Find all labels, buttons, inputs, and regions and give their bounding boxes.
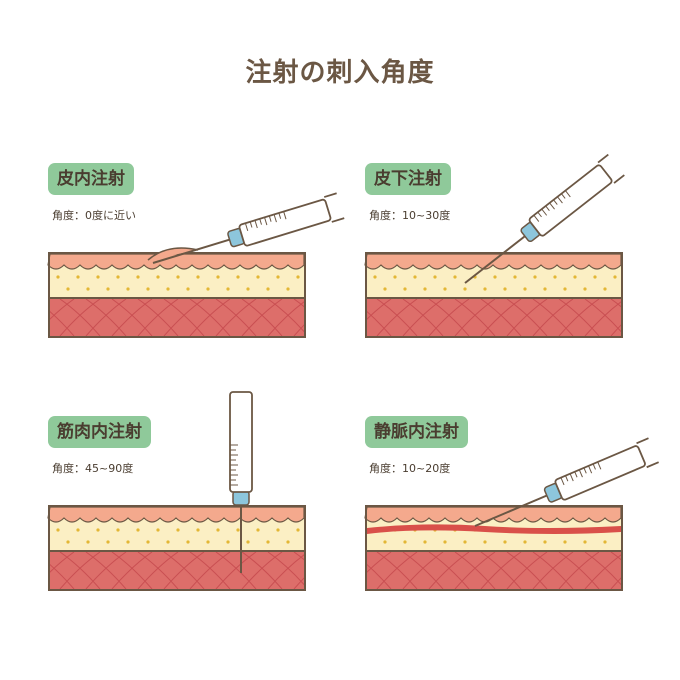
panel-subcutaneous: 皮下注射 角度：10~30度 bbox=[364, 153, 665, 363]
panel-intravenous: 静脈内注射 角度：10~20度 bbox=[364, 416, 665, 616]
skin-diagram bbox=[47, 391, 306, 591]
skin-diagram bbox=[364, 153, 625, 338]
angle-text: 角度：10~30度 bbox=[369, 209, 451, 222]
skin-diagram bbox=[364, 437, 660, 591]
panel-intramuscular: 筋肉内注射 角度：45~90度 bbox=[47, 391, 348, 616]
page-title: 注射の刺入角度 bbox=[245, 58, 435, 88]
panel-intradermal: 皮内注射 角度：0度に近い bbox=[47, 163, 348, 363]
skin-layer-icon bbox=[364, 505, 623, 591]
syringe-icon bbox=[152, 192, 345, 264]
skin-layer-icon bbox=[47, 252, 306, 338]
syringe-icon bbox=[464, 153, 625, 284]
vein bbox=[367, 524, 621, 534]
panel-label: 静脈内注射 bbox=[365, 416, 468, 448]
angle-text: 角度：0度に近い bbox=[52, 209, 136, 222]
panel-label: 皮内注射 bbox=[48, 163, 134, 195]
panel-label: 皮下注射 bbox=[365, 163, 451, 195]
syringe-icon bbox=[474, 437, 660, 527]
skin-diagram bbox=[47, 192, 345, 338]
syringe-icon bbox=[229, 391, 253, 573]
skin-layer-icon bbox=[364, 252, 623, 338]
panel-label: 筋肉内注射 bbox=[48, 416, 151, 448]
angle-text: 角度：45~90度 bbox=[52, 462, 134, 475]
skin-layer-icon bbox=[47, 505, 306, 591]
angle-text: 角度：10~20度 bbox=[369, 462, 451, 475]
